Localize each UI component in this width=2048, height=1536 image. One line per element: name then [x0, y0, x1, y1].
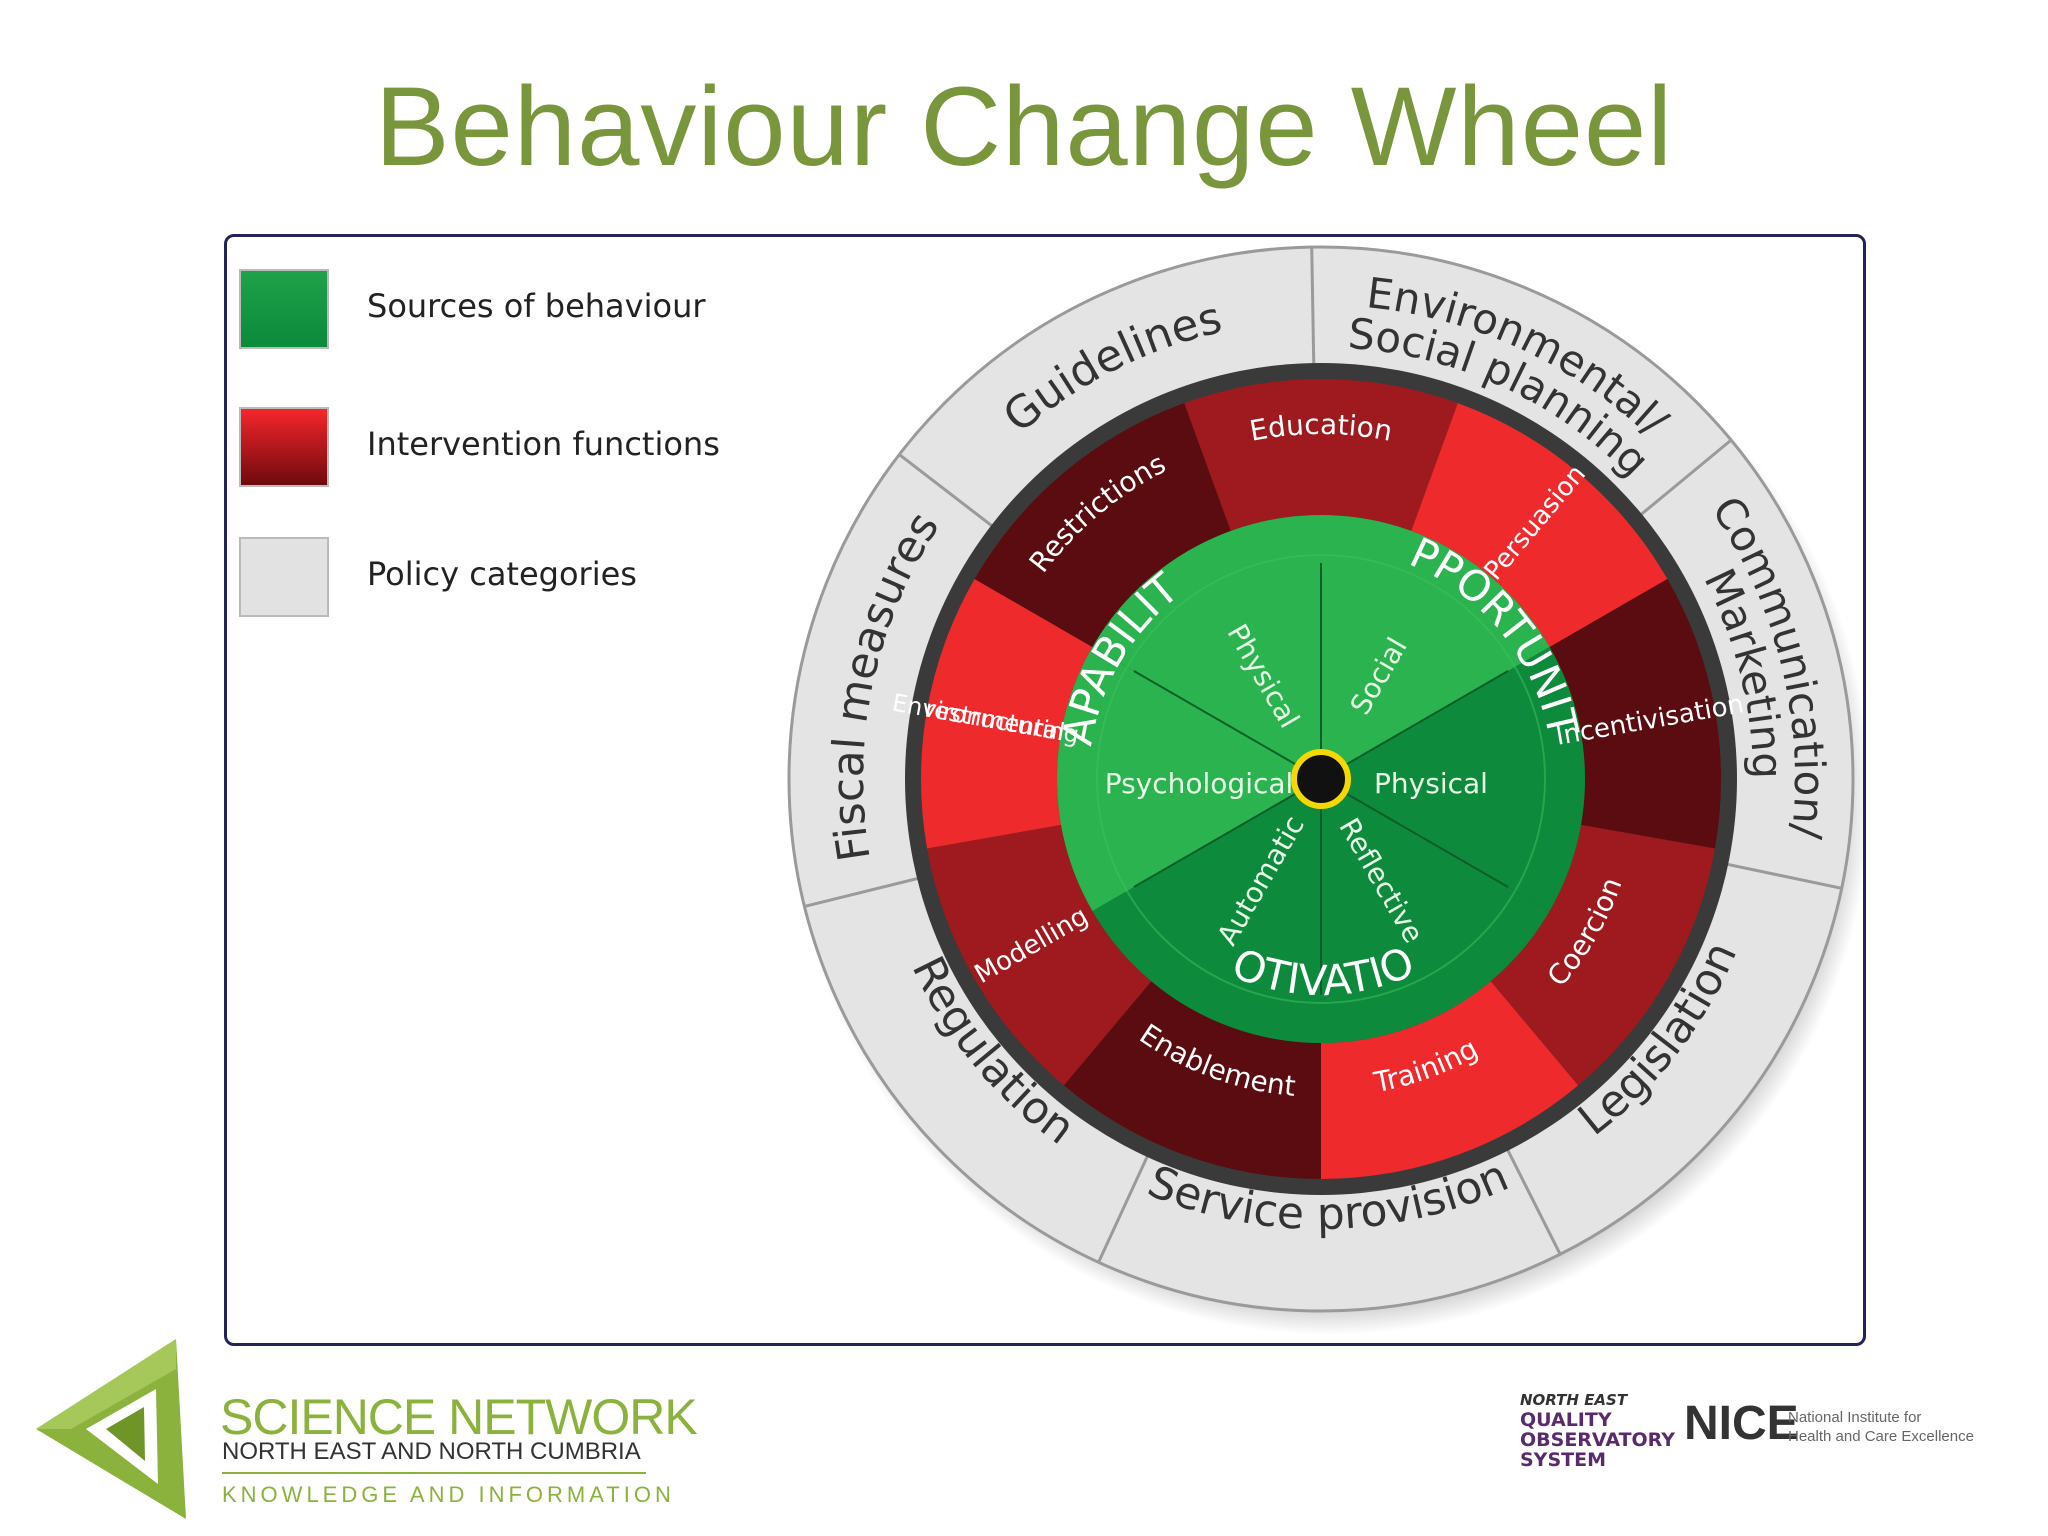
function-segment: [1184, 379, 1458, 531]
function-segment: [1411, 403, 1668, 647]
science-network-subtitle: NORTH EAST AND NORTH CUMBRIA: [222, 1438, 641, 1465]
source-wedge: [1092, 515, 1321, 779]
legend-label-functions: Intervention functions: [367, 425, 720, 463]
policy-divider: [1712, 859, 1842, 890]
science-network-logo: [36, 1339, 186, 1519]
source-divider: [1320, 778, 1509, 888]
neqos-logo: NORTH EAST QUALITY OBSERVATORY SYSTEM: [1520, 1390, 1676, 1471]
policy-divider: [1097, 1141, 1156, 1263]
science-network-divider: [222, 1472, 646, 1474]
legend-label-policies: Policy categories: [367, 555, 637, 593]
legend-swatch-functions: [239, 407, 329, 487]
nice-subtitle-line: National Institute for: [1788, 1409, 1922, 1426]
source-wedge: [1092, 779, 1321, 1043]
source-divider: [1133, 778, 1322, 888]
legend-label-sources: Sources of behaviour: [367, 287, 706, 325]
source-wedge: [1321, 515, 1550, 779]
function-segment: [1063, 981, 1321, 1179]
source-divider: [1133, 670, 1322, 780]
source-band: [1096, 554, 1546, 1004]
policy-divider: [1499, 1135, 1562, 1255]
wheel-hub: [1291, 749, 1351, 809]
function-segment: [1549, 579, 1722, 849]
legend-swatch-sources: [239, 269, 329, 349]
neqos-line: QUALITY: [1520, 1409, 1612, 1431]
source-wedge: [1321, 779, 1550, 1043]
science-network-tagline: KNOWLEDGE AND INFORMATION: [222, 1482, 675, 1507]
nice-logo: NICE: [1684, 1397, 1799, 1450]
policy-divider: [1628, 438, 1733, 526]
function-segment: [1321, 981, 1579, 1179]
neqos-line: OBSERVATORY: [1520, 1429, 1676, 1451]
function-segment: [974, 403, 1231, 647]
legend-swatch-policies: [239, 537, 329, 617]
neqos-line: SYSTEM: [1520, 1449, 1606, 1471]
policy-divider: [1310, 247, 1316, 380]
nice-subtitle: National Institute for Health and Care E…: [1788, 1408, 1974, 1446]
neqos-line: NORTH EAST: [1520, 1391, 1628, 1409]
diagram-frame: Sources of behaviour Intervention functi…: [224, 234, 1866, 1346]
function-segment: [1490, 824, 1715, 1086]
source-wedge: [1321, 647, 1585, 911]
component-label: Physical: [1374, 767, 1488, 800]
component-label: Psychological: [1105, 767, 1294, 800]
nice-subtitle-line: Health and Care Excellence: [1788, 1428, 1974, 1445]
policy-divider: [804, 873, 934, 908]
science-network-title: SCIENCE NETWORK: [220, 1389, 698, 1445]
function-segment: [927, 824, 1152, 1086]
source-divider: [1320, 670, 1509, 780]
function-segment: [921, 579, 1093, 849]
source-wedge: [1057, 647, 1321, 911]
policy-divider: [898, 453, 1005, 537]
slide-title: Behaviour Change Wheel: [374, 64, 1674, 189]
